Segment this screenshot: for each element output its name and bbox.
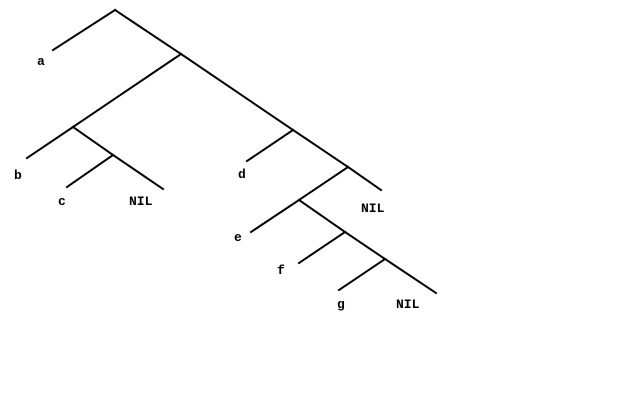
leaf-label-g: g [337,297,345,312]
edge-node6-to-node7 [297,198,347,234]
leaf-label-nil-2: NIL [361,201,385,216]
edge-node2-to-node3 [71,125,115,157]
leaf-label-nil-1: NIL [129,194,153,209]
edge-node4-to-d [245,128,295,163]
edge-node6-to-e [249,198,301,234]
edge-node7-to-node8 [343,230,387,261]
edge-node7-to-f [297,230,347,265]
edge-root-to-node1 [113,8,183,56]
leaf-label-c: c [58,194,66,209]
tree-edges [25,8,438,295]
leaf-label-f: f [277,263,285,278]
edge-node4-to-node5 [291,128,350,169]
edge-node1-to-node4 [179,52,295,132]
edge-node8-to-g [337,257,387,292]
leaf-label-b: b [14,168,22,183]
edge-node8-to-nil [383,257,438,295]
edge-node3-to-c [65,153,115,189]
edge-node1-to-node2 [71,52,183,129]
leaf-labels: a b c NIL d NIL e f g NIL [14,54,420,312]
leaf-label-d: d [238,167,246,182]
leaf-label-a: a [37,54,45,69]
edge-node5-to-node6 [297,165,350,202]
leaf-label-e: e [234,230,242,245]
leaf-label-nil-3: NIL [396,297,420,312]
edge-node2-to-b [25,125,75,160]
edge-root-to-a [51,8,117,52]
edge-node3-to-nil [111,153,165,191]
edge-node5-to-nil [346,165,383,192]
